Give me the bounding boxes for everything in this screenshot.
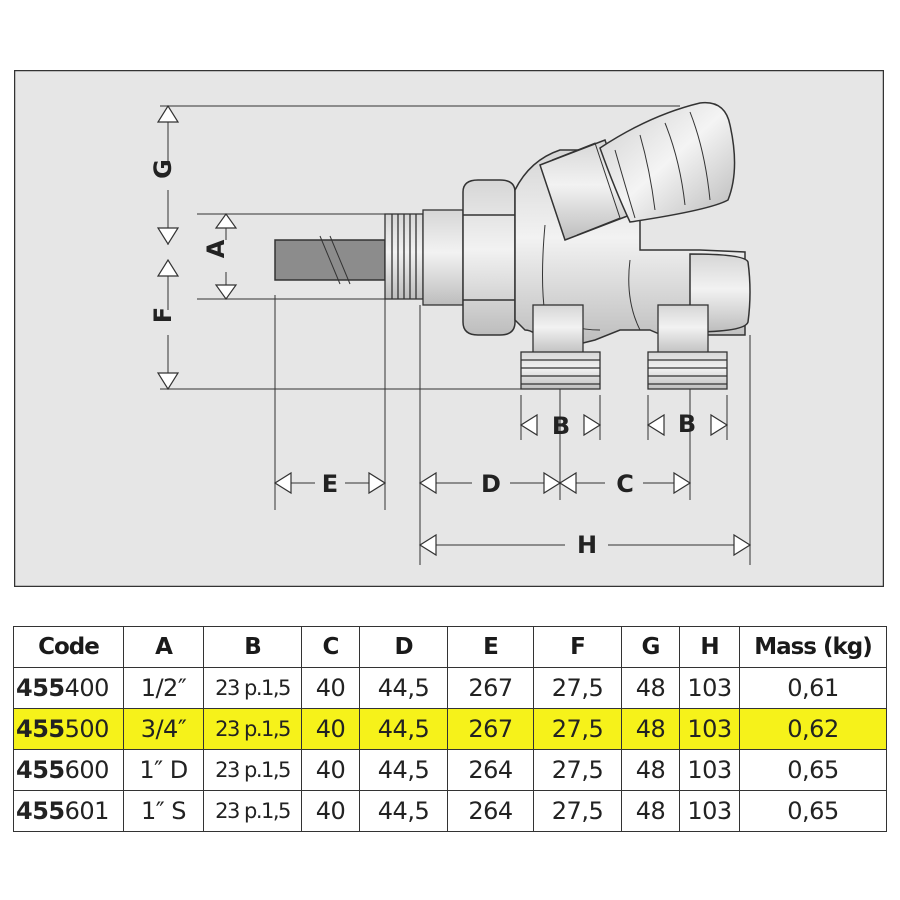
horizontal-dimension-lines <box>290 482 735 546</box>
code-suffix: 600 <box>64 756 110 784</box>
cell-e: 264 <box>447 790 534 832</box>
panel-frame <box>14 70 884 587</box>
cell-h: 103 <box>679 667 740 709</box>
code-suffix: 400 <box>64 674 110 702</box>
cell-c: 40 <box>301 667 360 709</box>
cell-code: 455400 <box>13 667 124 709</box>
cell-c: 40 <box>301 790 360 832</box>
cell-a: 3/4″ <box>123 708 204 750</box>
handwheel <box>599 101 736 223</box>
cell-e: 267 <box>447 667 534 709</box>
table-row: 455601 1″ S 23 p.1,5 40 44,5 264 27,5 48… <box>13 790 887 832</box>
header-f: F <box>533 626 622 668</box>
vertical-arrowheads <box>156 104 238 391</box>
code-suffix: 601 <box>64 797 110 825</box>
cell-d: 44,5 <box>359 790 448 832</box>
header-mass: Mass (kg) <box>739 626 887 668</box>
hex-nut <box>462 179 516 336</box>
cell-h: 103 <box>679 749 740 791</box>
dim-label-g: G <box>149 159 177 179</box>
header-code: Code <box>13 626 124 668</box>
dim-label-e: E <box>322 470 338 498</box>
cell-f: 27,5 <box>533 708 622 750</box>
cell-mass: 0,61 <box>739 667 887 709</box>
cell-f: 27,5 <box>533 749 622 791</box>
cell-a: 1/2″ <box>123 667 204 709</box>
header-e: E <box>447 626 534 668</box>
table-row: 455400 1/2″ 23 p.1,5 40 44,5 267 27,5 48… <box>13 667 887 709</box>
dim-label-h: H <box>577 531 597 559</box>
cell-g: 48 <box>621 790 680 832</box>
cell-e: 267 <box>447 708 534 750</box>
code-suffix: 500 <box>64 715 110 743</box>
table-header-row: Code A B C D E F G H Mass (kg) <box>13 626 887 668</box>
dim-label-c: C <box>616 470 634 498</box>
dim-label-d: D <box>481 470 501 498</box>
dim-label-f: F <box>149 307 177 323</box>
cell-g: 48 <box>621 749 680 791</box>
cell-h: 103 <box>679 708 740 750</box>
table-row: 455600 1″ D 23 p.1,5 40 44,5 264 27,5 48… <box>13 749 887 791</box>
cell-g: 48 <box>621 667 680 709</box>
cell-f: 27,5 <box>533 667 622 709</box>
header-d: D <box>359 626 448 668</box>
extension-lines <box>160 105 751 565</box>
header-h: H <box>679 626 740 668</box>
dim-label-a: A <box>202 239 230 258</box>
code-prefix: 455 <box>16 797 65 825</box>
cell-b: 23 p.1,5 <box>203 749 302 791</box>
cell-f: 27,5 <box>533 790 622 832</box>
cell-c: 40 <box>301 708 360 750</box>
cell-code: 455600 <box>13 749 124 791</box>
cell-d: 44,5 <box>359 749 448 791</box>
header-c: C <box>301 626 360 668</box>
cell-code: 455500 <box>13 708 124 750</box>
table-row-highlighted: 455500 3/4″ 23 p.1,5 40 44,5 267 27,5 48… <box>13 708 887 750</box>
dim-label-b-right: B <box>678 410 696 438</box>
valve-drawing: G A F E D C B B H <box>14 70 884 587</box>
cell-a: 1″ D <box>123 749 204 791</box>
spec-table: Code A B C D E F G H Mass (kg) 455400 1/… <box>13 626 887 832</box>
header-b: B <box>203 626 302 668</box>
cell-e: 264 <box>447 749 534 791</box>
drawing-panel: G A F E D C B B H <box>14 70 884 587</box>
cell-mass: 0,62 <box>739 708 887 750</box>
cell-mass: 0,65 <box>739 749 887 791</box>
cell-b: 23 p.1,5 <box>203 667 302 709</box>
horizontal-arrowheads <box>273 413 752 557</box>
code-prefix: 455 <box>16 715 65 743</box>
pipe-tail <box>274 235 386 285</box>
cell-b: 23 p.1,5 <box>203 790 302 832</box>
cell-d: 44,5 <box>359 667 448 709</box>
header-g: G <box>621 626 680 668</box>
outlet-tails <box>520 304 728 390</box>
header-a: A <box>123 626 204 668</box>
tail-thread <box>384 209 464 306</box>
code-prefix: 455 <box>16 674 65 702</box>
code-prefix: 455 <box>16 756 65 784</box>
cell-b: 23 p.1,5 <box>203 708 302 750</box>
cell-g: 48 <box>621 708 680 750</box>
cell-h: 103 <box>679 790 740 832</box>
cell-c: 40 <box>301 749 360 791</box>
cell-code: 455601 <box>13 790 124 832</box>
cell-mass: 0,65 <box>739 790 887 832</box>
dim-label-b-left: B <box>552 412 570 440</box>
cell-d: 44,5 <box>359 708 448 750</box>
cell-a: 1″ S <box>123 790 204 832</box>
